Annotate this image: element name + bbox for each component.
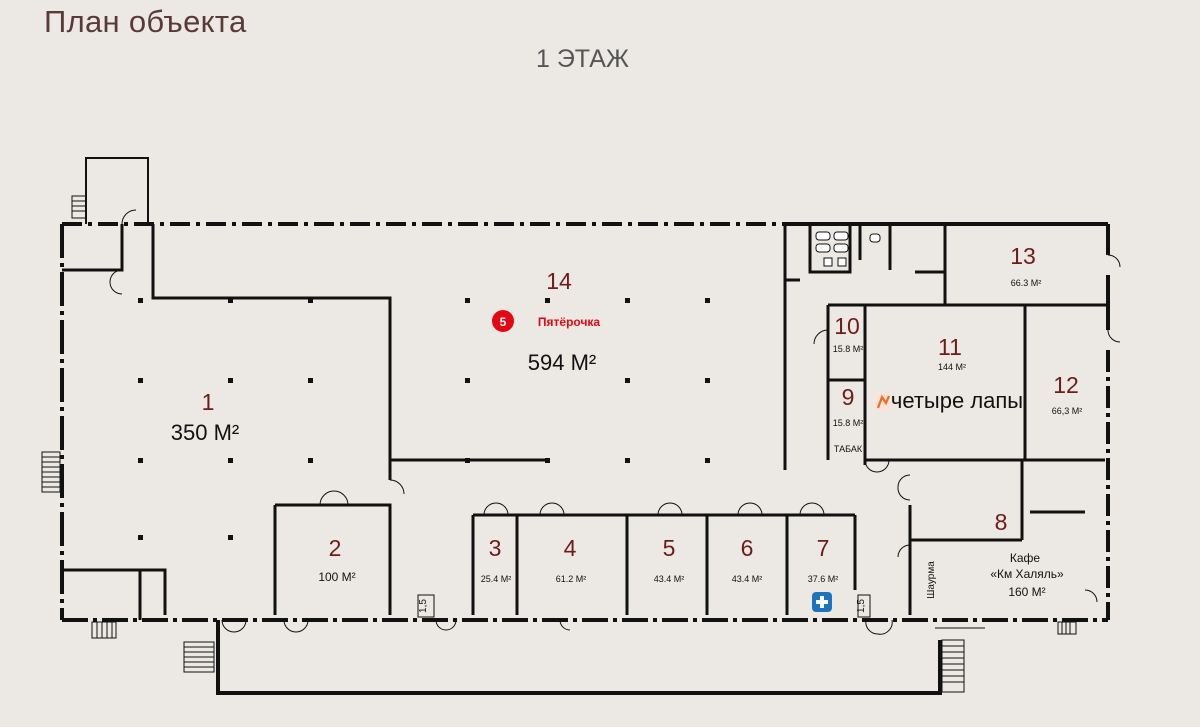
unit-2-area: 100 М² [318, 570, 355, 584]
unit-12-area: 66,3 М² [1052, 406, 1083, 416]
unit-7-number: 7 [817, 535, 830, 561]
unit-6-area: 43.4 М² [732, 574, 763, 584]
unit-5-area: 43.4 М² [654, 574, 685, 584]
unit-11-tenant: четыре лапы [891, 388, 1023, 413]
unit-10-area: 15.8 М² [833, 344, 864, 354]
unit-8-name-line1: Кафе [1010, 551, 1041, 565]
shawarma-label: Шаурма [926, 561, 937, 599]
unit-8-name-line2: «Км Халяль» [990, 567, 1064, 581]
unit-2-number: 2 [329, 535, 342, 561]
pyaterochka-badge: 5 [500, 315, 507, 329]
unit-1-number: 1 [202, 389, 215, 415]
toilet-icon [815, 231, 881, 267]
unit-7-area: 37.6 М² [808, 574, 839, 584]
unit-14-area: 594 М² [528, 350, 596, 375]
pyaterochka-logo-icon: 5 [492, 310, 514, 332]
step-label-a: 1,5 [418, 599, 429, 613]
interior-walls [62, 224, 1108, 620]
unit-13-number: 13 [1010, 243, 1036, 269]
outer-walls [60, 157, 1110, 695]
unit-9-tenant: ТАБАК [834, 444, 863, 454]
unit-3-area: 25.4 М² [481, 574, 512, 584]
unit-8-number: 8 [995, 509, 1008, 535]
unit-8-area: 160 М² [1008, 585, 1045, 599]
unit-10-number: 10 [834, 313, 860, 339]
cat-paw-logo-icon [875, 393, 891, 410]
unit-6-number: 6 [741, 535, 754, 561]
unit-4-area: 61.2 М² [556, 574, 587, 584]
unit-12-number: 12 [1053, 372, 1079, 398]
unit-9-number: 9 [842, 384, 855, 410]
unit-11-area: 144 М² [938, 362, 966, 372]
page-title: План объекта [44, 4, 247, 39]
columns [138, 298, 710, 540]
unit-3-number: 3 [489, 535, 502, 561]
unit-4-number: 4 [564, 535, 577, 561]
unit-9-area: 15.8 М² [833, 418, 864, 428]
floor-label: 1 ЭТАЖ [535, 45, 630, 73]
unit-1-area: 350 М² [171, 420, 239, 445]
unit-11-number: 11 [938, 334, 962, 360]
step-label-b: 1,5 [856, 599, 867, 613]
pharmacy-cross-icon [812, 592, 832, 612]
unit-14-number: 14 [546, 268, 572, 294]
unit-13-area: 66.3 М² [1011, 278, 1042, 288]
door-swing-icon [109, 209, 1121, 635]
staircase-icon [41, 195, 1077, 693]
unit-14-tenant: Пятёрочка [538, 315, 601, 329]
unit-5-number: 5 [663, 535, 676, 561]
